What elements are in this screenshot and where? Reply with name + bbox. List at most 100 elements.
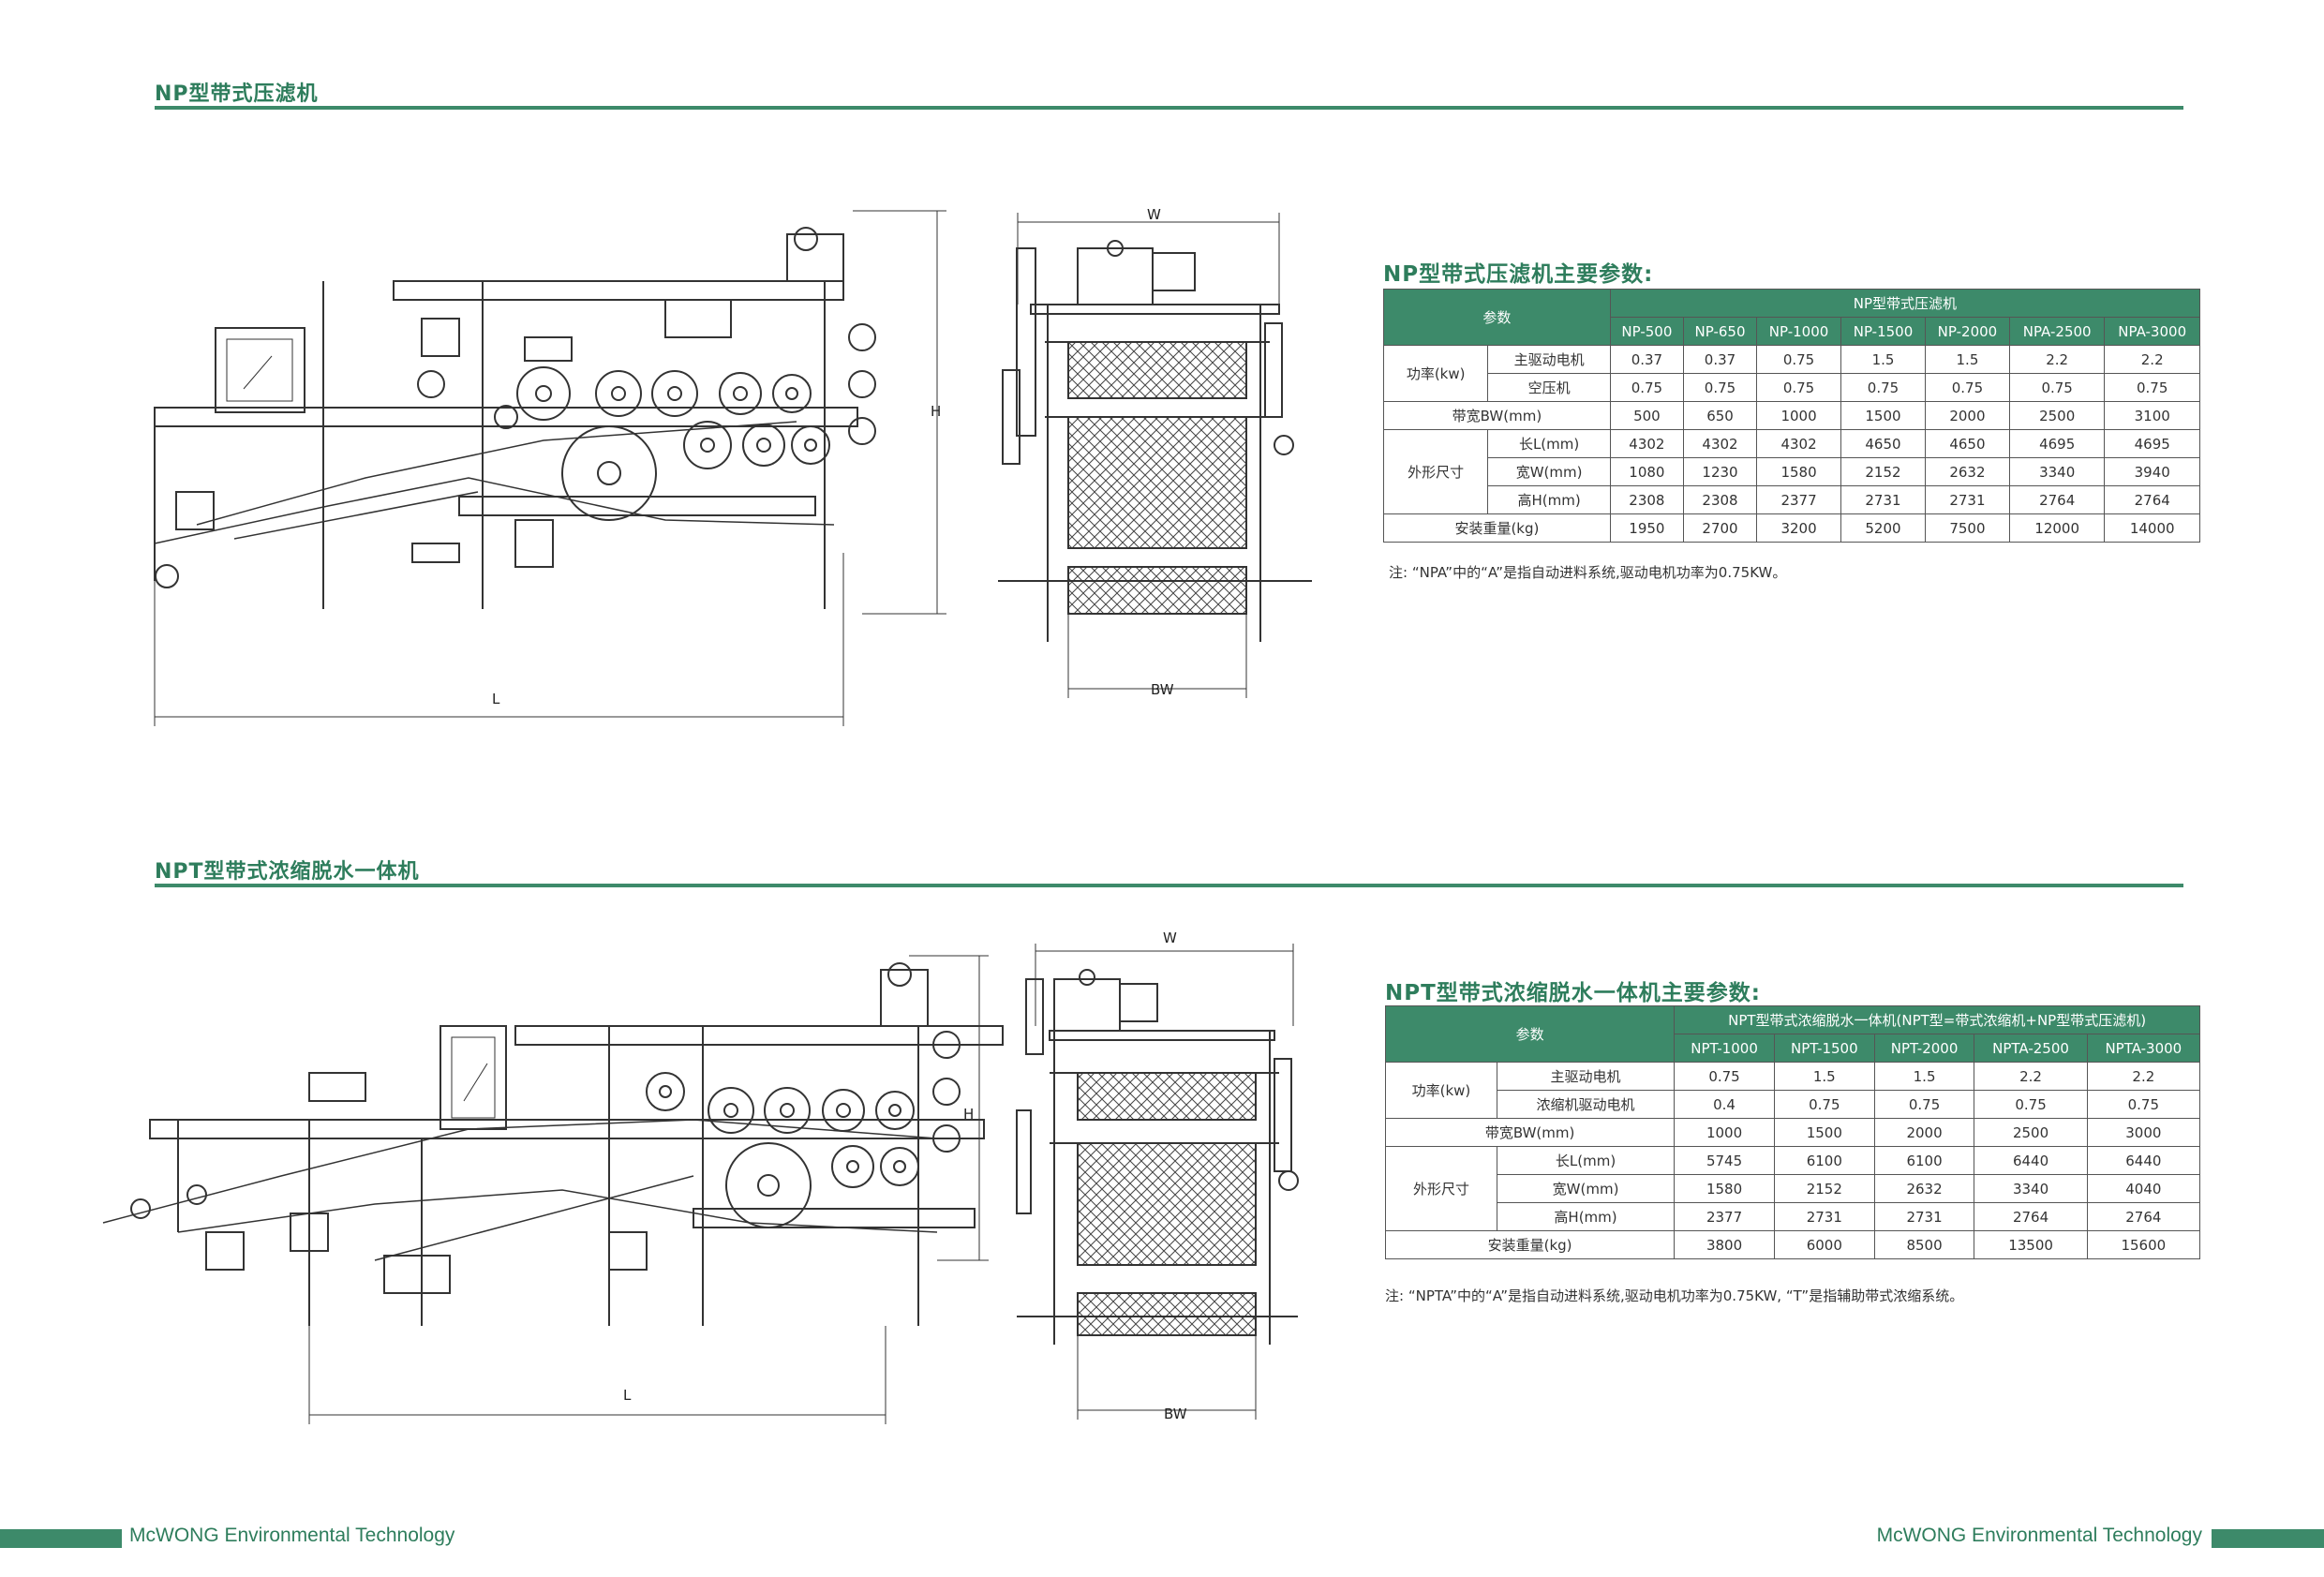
table-row: 空压机 0.75 0.75 0.75 0.75 0.75 0.75 0.75 [1384,373,2200,402]
row-label: 宽W(mm) [1487,457,1611,486]
cell: 1.5 [1924,345,2010,374]
cell: 3340 [2008,457,2106,486]
cell: 1000 [1756,401,1842,430]
table-row: 外形尺寸 长L(mm) 5745 6100 6100 6440 6440 [1385,1146,2201,1231]
cell: 2308 [1609,485,1684,514]
npt-section-rule [155,884,2183,887]
npt-note: 注: “NPTA”中的“A”是指自动进料系统,驱动电机功率为0.75KW, “T… [1385,1287,1964,1304]
cell: 3100 [2104,401,2200,430]
np-model-header: NP-1000 [1756,317,1842,346]
cell: 0.4 [1674,1090,1775,1119]
row-label: 高H(mm) [1487,485,1611,514]
np-model-header: NPA-2500 [2008,317,2106,346]
cell: 13500 [1974,1230,2088,1259]
cell: 0.75 [1609,373,1684,402]
cell: 4695 [2008,429,2106,458]
row-label: 宽W(mm) [1496,1174,1676,1203]
npt-dim-L: L [623,1387,632,1404]
cell: 2700 [1682,513,1758,543]
table-row: 宽W(mm) 1580 2152 2632 3340 4040 [1386,1174,2201,1203]
cell: 4302 [1609,429,1684,458]
cell: 2.2 [2086,1062,2201,1091]
cell: 3940 [2104,457,2200,486]
row-group-label: 功率(kw) [1382,345,1489,402]
cell: 0.37 [1609,345,1684,374]
table-row: 带宽BW(mm) 1000 1500 2000 2500 3000 [1384,1118,2201,1147]
np-spec-table: 参数 NP型带式压滤机 NP-500 NP-650 NP-1000 NP-150… [1382,289,2201,543]
npt-group-header: NPT型带式浓缩脱水一体机(NPT型=带式浓缩机+NP型带式压滤机) [1674,1005,2200,1034]
footer-brand-right: McWONG Environmental Technology [1876,1525,2202,1546]
row-group-label: 带宽BW(mm) [1384,1118,1676,1147]
cell: 1080 [1609,457,1684,486]
npt-front-view-drawing [1012,942,1321,1429]
row-label: 长L(mm) [1496,1146,1676,1175]
cell: 2152 [1840,457,1926,486]
cell: 2764 [2104,485,2200,514]
npt-model-header: NPTA-2500 [1974,1034,2088,1063]
cell: 4040 [2086,1174,2201,1203]
cell: 0.75 [1974,1090,2088,1119]
npt-dim-W: W [1163,930,1177,946]
cell: 2000 [1873,1118,1975,1147]
npt-side-view-drawing [94,951,1012,1429]
cell: 15600 [2086,1230,2201,1259]
cell: 3200 [1756,513,1842,543]
row-group-label: 安装重量(kg) [1383,513,1611,543]
cell: 1950 [1609,513,1684,543]
cell: 0.75 [1674,1062,1775,1091]
row-label: 主驱动电机 [1496,1062,1676,1091]
row-group-label: 外形尺寸 [1382,429,1489,514]
cell: 2632 [1873,1174,1975,1203]
row-label: 浓缩机驱动电机 [1496,1090,1676,1119]
np-group-header: NP型带式压滤机 [1609,289,2201,318]
npt-spec-table: 参数 NPT型带式浓缩脱水一体机(NPT型=带式浓缩机+NP型带式压滤机) NP… [1384,1005,2201,1259]
np-dim-H: H [931,403,942,420]
npt-model-header: NPTA-3000 [2086,1034,2201,1063]
cell: 4302 [1682,429,1758,458]
row-group-label: 外形尺寸 [1385,1146,1497,1231]
cell: 2377 [1674,1202,1775,1231]
cell: 0.75 [1682,373,1758,402]
cell: 1580 [1674,1174,1775,1203]
cell: 4302 [1756,429,1842,458]
cell: 1.5 [1873,1062,1975,1091]
cell: 0.75 [1756,373,1842,402]
cell: 0.75 [1773,1090,1875,1119]
table-row: 高H(mm) 2377 2731 2731 2764 2764 [1386,1202,2201,1231]
cell: 2632 [1924,457,2010,486]
cell: 4650 [1924,429,2010,458]
np-note: 注: “NPA”中的“A”是指自动进料系统,驱动电机功率为0.75KW。 [1389,564,1787,581]
cell: 0.37 [1682,345,1758,374]
table-row: 高H(mm) 2308 2308 2377 2731 2731 2764 276… [1384,485,2200,514]
npt-model-header: NPT-1000 [1674,1034,1775,1063]
cell: 6000 [1773,1230,1875,1259]
np-table-title: NP型带式压滤机主要参数: [1383,262,1654,287]
cell: 0.75 [2086,1090,2201,1119]
footer-bar-right [2212,1529,2324,1548]
npt-dim-BW: BW [1164,1406,1187,1422]
row-group-label: 带宽BW(mm) [1383,401,1611,430]
cell: 0.75 [2104,373,2200,402]
np-dim-W: W [1147,206,1161,223]
cell: 4650 [1840,429,1926,458]
cell: 5745 [1674,1146,1775,1175]
npt-param-header: 参数 [1384,1005,1676,1063]
np-model-header: NP-2000 [1924,317,2010,346]
cell: 1500 [1840,401,1926,430]
cell: 5200 [1840,513,1926,543]
cell: 2731 [1773,1202,1875,1231]
cell: 6440 [1974,1146,2088,1175]
cell: 500 [1609,401,1684,430]
cell: 14000 [2104,513,2200,543]
cell: 2377 [1756,485,1842,514]
cell: 0.75 [1873,1090,1975,1119]
np-model-header: NP-1500 [1840,317,1926,346]
table-row: 安装重量(kg) 1950 2700 3200 5200 7500 12000 … [1383,513,2200,543]
npt-section-title: NPT型带式浓缩脱水一体机 [155,860,420,884]
cell: 0.75 [1924,373,2010,402]
cell: 2308 [1682,485,1758,514]
np-model-header: NP-650 [1682,317,1758,346]
cell: 2.2 [1974,1062,2088,1091]
table-row: 宽W(mm) 1080 1230 1580 2152 2632 3340 394… [1384,457,2200,486]
cell: 2.2 [2104,345,2200,374]
